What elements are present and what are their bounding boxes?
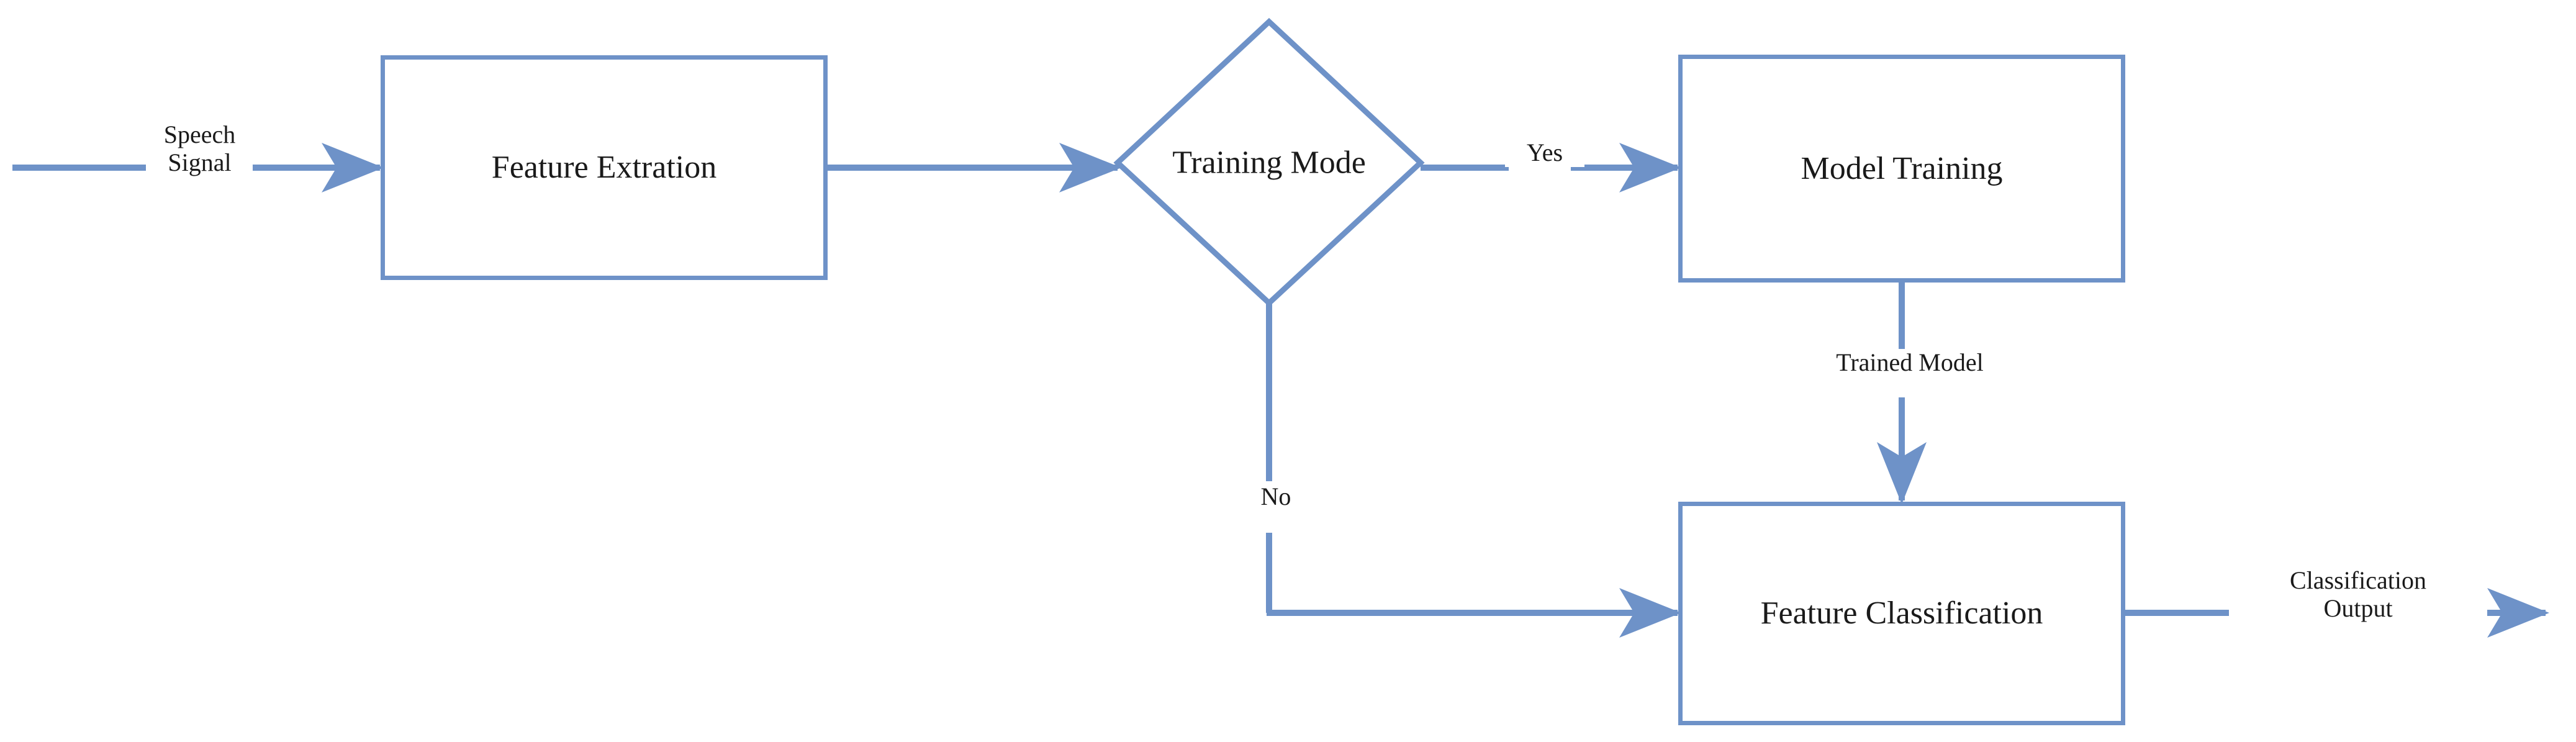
node-training-mode-label: Training Mode — [1172, 145, 1366, 180]
edge-label-trained-model: Trained Model — [1784, 348, 2036, 377]
edge-label-speech-signal: Speech Signal — [147, 120, 253, 177]
node-training-mode[interactable]: Training Mode — [1118, 22, 1421, 303]
edge-label-classification-output-line2: Output — [2323, 594, 2393, 622]
edge-label-classification-output-line1: Classification — [2290, 566, 2426, 594]
node-model-training-label: Model Training — [1801, 150, 2003, 186]
edge-label-speech-signal-line1: Speech — [163, 120, 236, 148]
node-feature-classification[interactable]: Feature Classification — [1678, 502, 2125, 725]
edge-label-speech-signal-line2: Signal — [168, 148, 232, 176]
node-feature-classification-label: Feature Classification — [1760, 595, 2043, 631]
edge-label-yes: Yes — [1505, 138, 1584, 167]
edge-label-classification-output: Classification Output — [2229, 566, 2487, 623]
node-feature-extraction-label: Feature Extration — [491, 150, 717, 186]
edge-label-no: No — [1239, 482, 1313, 511]
node-model-training[interactable]: Model Training — [1678, 55, 2125, 283]
node-feature-extraction[interactable]: Feature Extration — [381, 55, 828, 280]
training-mode-diamond[interactable] — [1113, 17, 1425, 307]
